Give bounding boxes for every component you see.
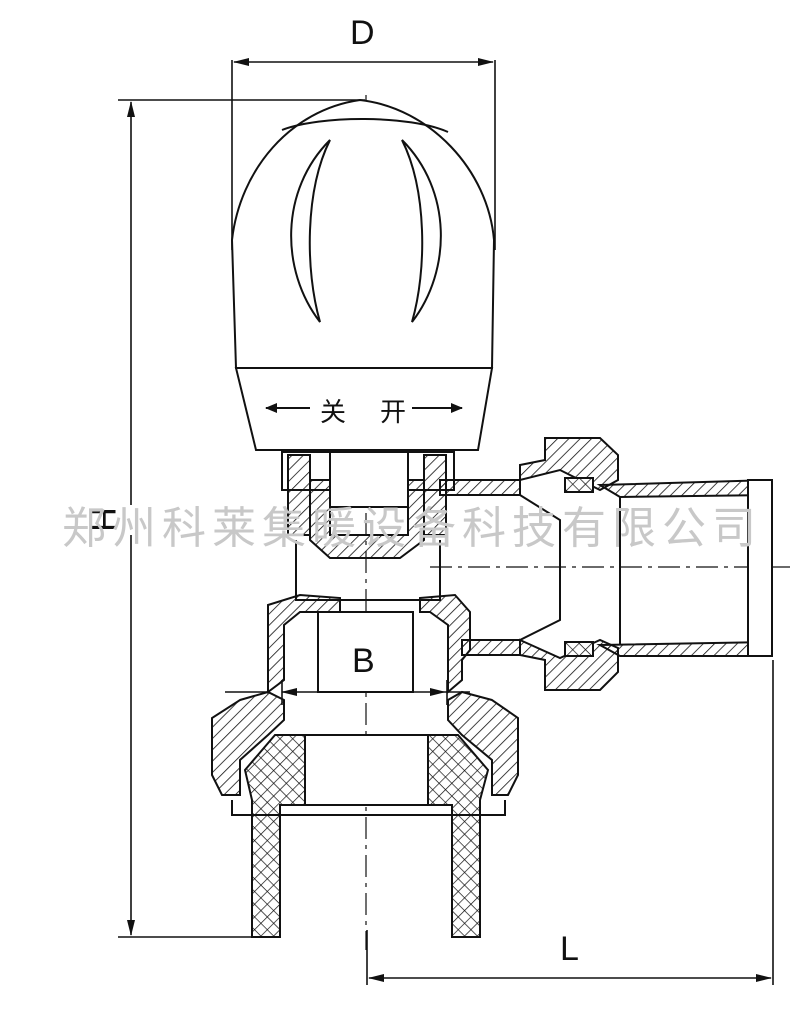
side-outlet-fitting (440, 437, 773, 691)
handwheel-knob (230, 98, 496, 451)
valve-body (267, 479, 521, 695)
dimension-label-l: L (560, 930, 579, 968)
bottom-union-fitting (211, 690, 519, 938)
company-watermark: 郑州科莱集暖设备科技有限公司 (62, 503, 762, 554)
dimension-label-d: D (350, 14, 375, 52)
valve-bonnet (281, 451, 455, 601)
open-label: 开 (380, 398, 407, 428)
dimension-label-b: B (352, 642, 375, 680)
close-label: 关 (320, 398, 347, 428)
dimension-lines (118, 58, 774, 985)
